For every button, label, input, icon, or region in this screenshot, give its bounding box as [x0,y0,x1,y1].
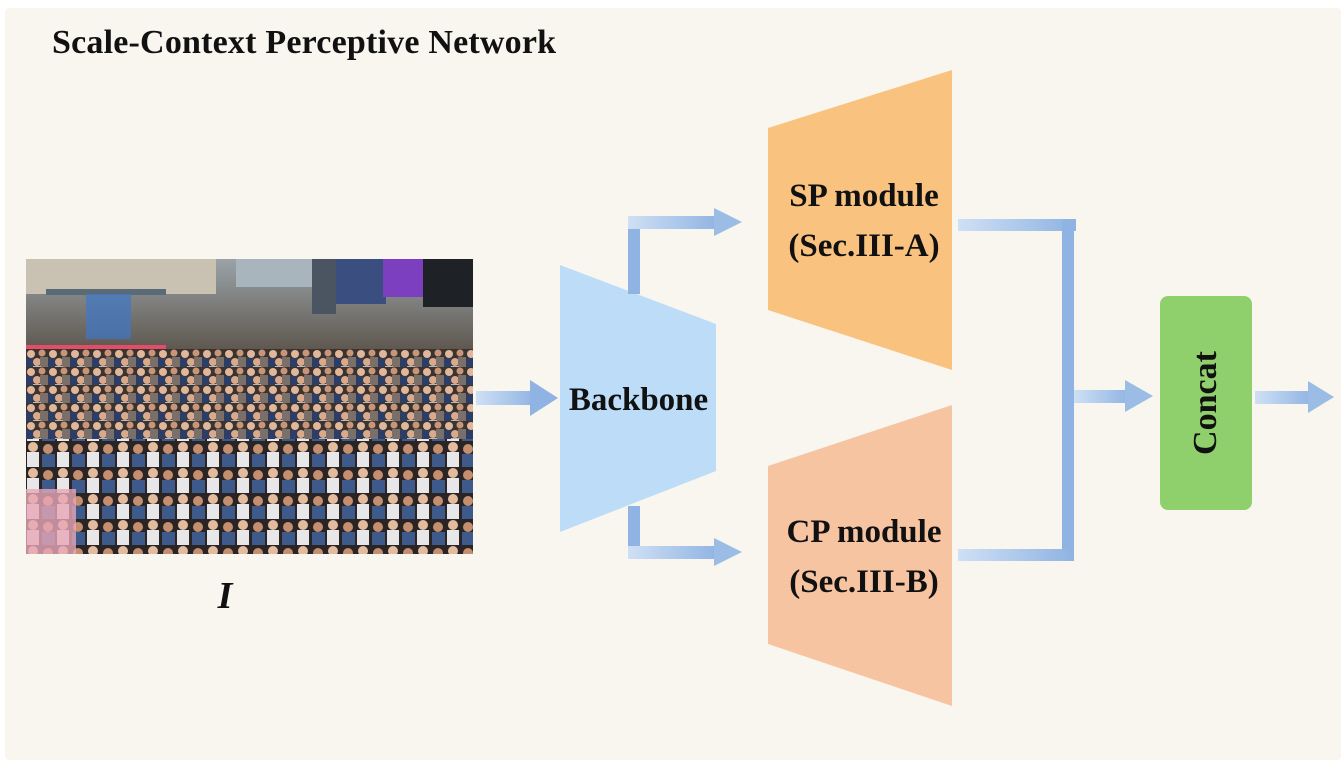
sp-module-section: (Sec.III-A) [788,228,940,264]
input-label: I [217,575,233,617]
input-crowd-image [26,259,473,554]
arrow-merge-to-concat [1074,380,1153,412]
backbone-block [560,265,716,532]
connector-sp-to-merge [958,219,1076,561]
diagram-title: Scale-Context Perceptive Network [52,24,557,61]
cp-module-block [768,405,952,706]
arrow-image-to-backbone [476,380,558,416]
arrow-concat-to-output [1255,381,1334,413]
cp-module-label: CP module [786,514,942,550]
sp-module-label: SP module [789,178,939,214]
concat-label: Concat [1187,351,1224,455]
arrow-backbone-to-cp [628,506,742,566]
sp-module-block [768,70,952,370]
arrow-backbone-to-sp [628,208,742,294]
backbone-label: Backbone [568,382,709,418]
cp-module-section: (Sec.III-B) [789,564,939,600]
concat-block: Concat [1160,296,1252,510]
connector-cp-to-merge [958,549,1074,561]
